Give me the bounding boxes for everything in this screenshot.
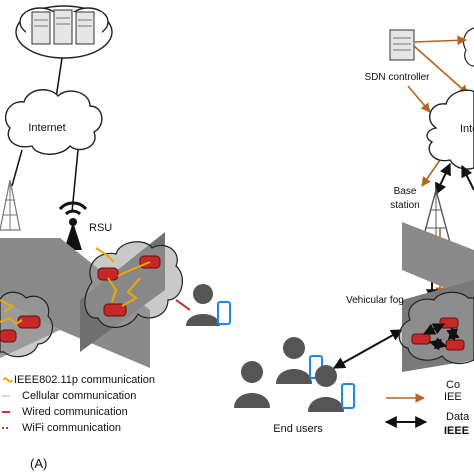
legend-item-1: Cellular communication xyxy=(22,390,136,402)
legend-a: IEEE802.11p communication Cellular commu… xyxy=(2,374,155,434)
internet-cloud-b: Inte xyxy=(426,89,474,170)
panel-a: Internet RSU xyxy=(0,5,231,471)
internet-label-a: Internet xyxy=(28,122,65,134)
legend-swatch-0 xyxy=(3,377,13,383)
user-icon-a xyxy=(186,284,220,326)
rsu-antenna-icon xyxy=(58,201,88,250)
vehicle-cloud-left xyxy=(0,291,53,358)
legend-b-control-line1: Co xyxy=(446,379,460,391)
legend-item-0: IEEE802.11p communication xyxy=(14,374,155,386)
sdn-controller-server-icon xyxy=(389,29,415,61)
panel-b: SDN controller Inte Base station xyxy=(234,27,474,437)
cloud-partial-top xyxy=(462,27,474,67)
internet-label-b: Inte xyxy=(460,123,474,135)
legend-b-data-line1: Data xyxy=(446,411,470,423)
datacenter-cloud-icon xyxy=(15,5,113,59)
user-icon-b2 xyxy=(234,361,270,408)
user-icon-b1 xyxy=(276,337,323,384)
base-station-label-line2: station xyxy=(390,200,419,211)
server-rack-icon xyxy=(31,9,95,45)
user-icon-b3 xyxy=(308,365,355,412)
legend-b-control-line2: IEE xyxy=(444,391,462,403)
end-users-group xyxy=(234,337,355,412)
end-users-label: End users xyxy=(273,423,323,435)
legend-item-2: Wired communication xyxy=(22,406,128,418)
phone-icon-b3 xyxy=(341,383,355,409)
sdn-controller-label: SDN controller xyxy=(364,72,430,83)
internet-cloud-a: Internet xyxy=(5,89,103,155)
vehicular-fog-label: Vehicular fog xyxy=(346,295,404,306)
vehicular-fog-cloud xyxy=(398,291,474,365)
base-station-label-line1: Base xyxy=(394,186,417,197)
legend-b: Co IEE Data IEEE xyxy=(384,379,470,437)
cell-tower-icon xyxy=(0,179,21,231)
legend-b-data-line2: IEEE xyxy=(444,425,469,437)
phone-icon-a xyxy=(217,301,231,325)
vehicle-cloud-right xyxy=(84,241,184,328)
legend-item-3: WiFi communication xyxy=(22,422,121,434)
panel-a-caption: (A) xyxy=(30,456,47,471)
rsu-label: RSU xyxy=(89,222,112,234)
